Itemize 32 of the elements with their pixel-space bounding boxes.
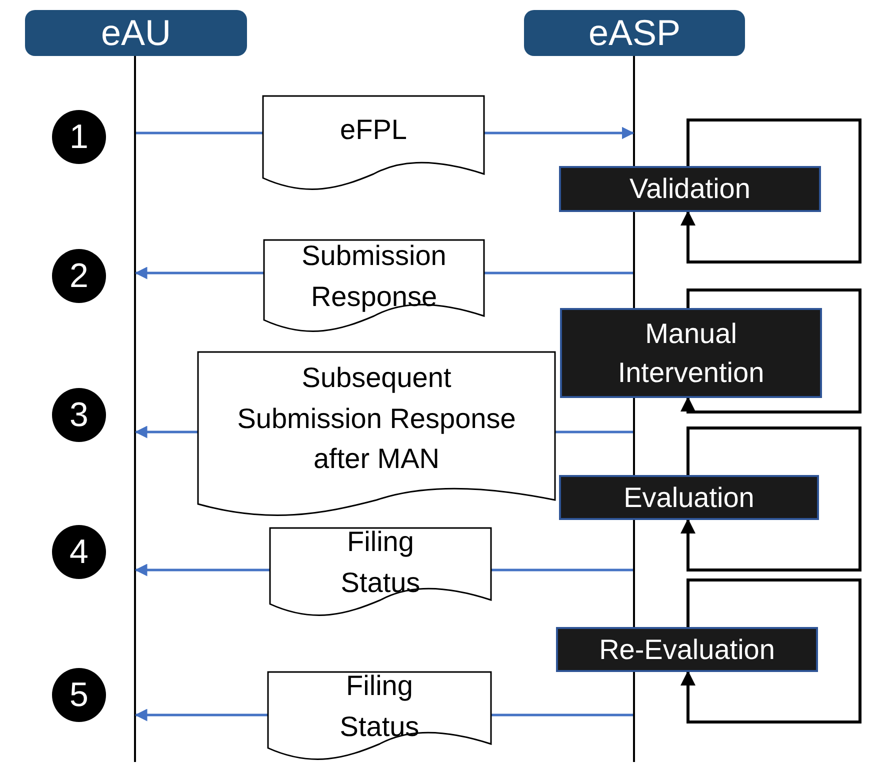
message-label: Subsequent Submission Response after MAN: [236, 361, 517, 476]
process-box: Evaluation: [559, 475, 819, 520]
step-number-circle: 3: [52, 388, 106, 442]
document-shape: [263, 96, 484, 190]
step-number-circle: 5: [52, 668, 106, 722]
document-shape: [264, 240, 484, 332]
message-label: Filing Status: [338, 669, 420, 744]
arrow: [484, 126, 634, 140]
process-box: Validation: [559, 166, 821, 212]
document-shape: [270, 528, 491, 616]
step-number-circle: 1: [52, 110, 106, 164]
document-shape: [198, 352, 555, 516]
arrow: [680, 118, 862, 264]
message-label: Filing Status: [340, 525, 422, 600]
arrow: [134, 564, 270, 576]
arrow: [134, 266, 264, 280]
lifeline: [633, 56, 635, 762]
step-number-circle: 4: [52, 525, 106, 579]
arrow: [680, 578, 862, 724]
document-shape: [268, 672, 491, 760]
message-label: eFPL: [339, 113, 408, 147]
arrow: [680, 288, 862, 414]
step-number-circle: 2: [52, 249, 106, 303]
arrow: [134, 426, 198, 438]
message-label: Submission Response: [300, 239, 448, 314]
lifeline-header: eASP: [524, 10, 745, 56]
arrow: [680, 426, 862, 572]
lifeline-header: eAU: [25, 10, 247, 56]
lifeline: [134, 56, 136, 762]
process-box: Re-Evaluation: [556, 627, 818, 672]
process-box: Manual Intervention: [560, 308, 822, 398]
arrow: [134, 708, 268, 722]
